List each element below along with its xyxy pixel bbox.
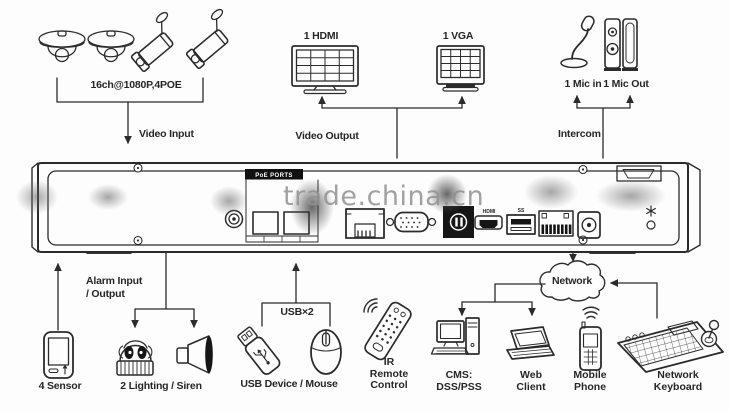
- sensor-label: 4 Sensor: [38, 380, 82, 392]
- hdmi-monitor-label: 1 HDMI: [303, 30, 339, 42]
- hdmi-monitor-icon: [291, 45, 359, 95]
- laptop-icon: [506, 326, 555, 360]
- watermark-smudge: [210, 186, 248, 216]
- alarm-terminal-block: [538, 210, 574, 237]
- alarm-output-line: [134, 252, 195, 310]
- usb-port: [506, 214, 536, 235]
- hdmi-port: [474, 215, 503, 230]
- ir-label-line1: IR: [383, 356, 395, 368]
- keyboard-label-line1: Network: [657, 369, 699, 381]
- watermark-smudge: [290, 179, 334, 235]
- network-cloud-label: Network: [551, 275, 593, 287]
- siren-icon: [176, 335, 213, 374]
- ethernet-port: [345, 208, 385, 239]
- intercom-label: Intercom: [558, 128, 601, 140]
- web-label-line1: Web: [520, 369, 542, 381]
- mic-in-label: 1 Mic in: [564, 78, 602, 90]
- lighting-siren-label: 2 Lighting / Siren: [120, 380, 202, 392]
- watermark-smudge: [596, 180, 666, 212]
- watermark-smudge: [88, 184, 128, 210]
- web-client-label: Web Client: [516, 369, 546, 393]
- vga-monitor-label: 1 VGA: [442, 30, 474, 42]
- dome-camera-icon: [87, 30, 135, 63]
- cms-label-line2: DSS/PSS: [436, 380, 482, 393]
- video-output-line: [321, 107, 463, 159]
- usb-count-label: USB×2: [280, 306, 314, 318]
- usb-bracket-line: [261, 302, 331, 327]
- desktop-pc-icon: [430, 317, 480, 355]
- watermark-smudge: [16, 180, 58, 214]
- alarm-label-line1: Alarm Input: [86, 275, 143, 287]
- usb-port-label: SS: [518, 208, 525, 214]
- vga-port: [385, 211, 437, 233]
- video-output-label: Video Output: [295, 130, 359, 142]
- camera-bracket-line: [56, 77, 204, 103]
- video-input-label: Video Input: [139, 128, 194, 140]
- bullet-camera-icon: [185, 8, 229, 69]
- mobile-label-line2: Phone: [573, 380, 607, 393]
- usb-devices-label: USB Device / Mouse: [240, 378, 338, 390]
- cms-label: CMS: DSS/PSS: [436, 369, 482, 393]
- ir-label-line2: Remote: [369, 367, 409, 380]
- dome-camera-icon: [38, 30, 86, 63]
- mic-out-label: 1 Mic Out: [603, 78, 649, 90]
- network-keyboard-label: Network Keyboard: [653, 369, 703, 393]
- watermark-smudge: [524, 175, 578, 209]
- ir-remote-icon: [363, 298, 412, 361]
- mobile-phone-icon: [579, 306, 602, 371]
- watermark-smudge: [427, 174, 467, 214]
- warning-light-icon: [116, 340, 154, 376]
- alarm-label-line2: / Output: [86, 288, 125, 300]
- watermark-text: trade.china.cn: [283, 181, 485, 212]
- ir-label-line3: Control: [370, 379, 408, 391]
- mobile-label-line1: Mobile: [573, 369, 607, 381]
- microphone-icon: [560, 15, 595, 69]
- network-keyboard-icon: [617, 319, 724, 373]
- mouse-icon: [310, 329, 342, 375]
- hdmi-port-label: HDMI: [483, 209, 496, 215]
- poe-ports-label: PoE PORTS: [255, 173, 293, 179]
- network-cloud: [539, 260, 606, 302]
- network-branch-line: [461, 283, 546, 303]
- keyboard-label-line2: Keyboard: [653, 380, 703, 393]
- intercom-line: [576, 107, 631, 159]
- sensor-icon: [43, 331, 74, 379]
- bullet-camera-icon: [130, 11, 174, 72]
- ir-remote-label: IR Remote Control: [369, 356, 409, 392]
- speakers-icon: [604, 18, 638, 71]
- cameras-caption: 16ch@1080P,4POE: [90, 79, 182, 91]
- dc-power-jack: [577, 211, 601, 239]
- vga-monitor-icon: [436, 45, 485, 92]
- usb-flash-drive-icon: [237, 326, 281, 375]
- cms-label-line1: CMS:: [445, 369, 473, 381]
- mobile-phone-label: Mobile Phone: [573, 369, 607, 393]
- web-label-line2: Client: [516, 380, 546, 393]
